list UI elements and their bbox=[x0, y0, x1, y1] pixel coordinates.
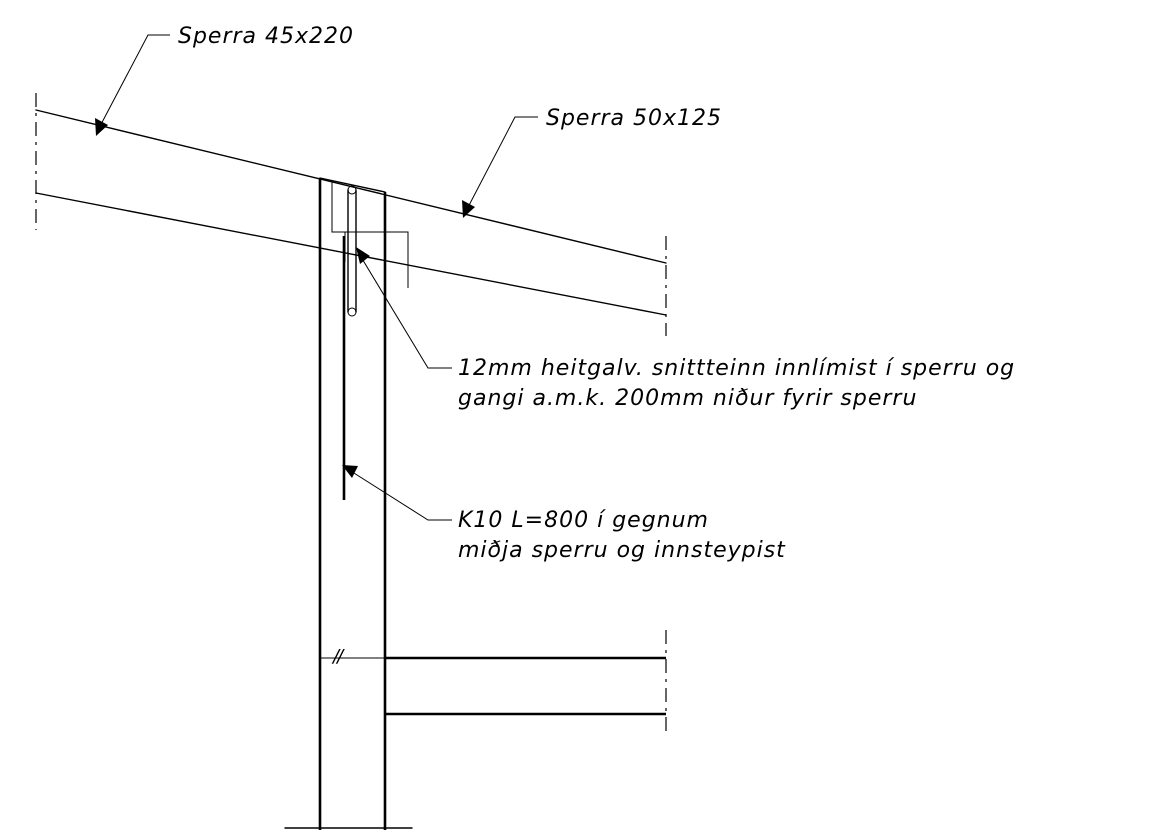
threaded-bolt bbox=[347, 185, 357, 317]
floor-slab bbox=[320, 656, 666, 716]
rafter-50x125-label: Sperra 50x125 bbox=[546, 106, 723, 131]
rebar-note-line2: miðja sperru og innsteypist bbox=[458, 538, 786, 563]
leader-rebar bbox=[342, 465, 452, 521]
bolt-note-line1: 12mm heitgalv. snittteinn innlímist í sp… bbox=[458, 356, 1016, 381]
break-lines bbox=[35, 93, 667, 735]
break-mark: // bbox=[333, 646, 343, 667]
rafter-45x220 bbox=[35, 109, 667, 316]
rebar-note-line1: K10 L=800 í gegnum bbox=[458, 508, 709, 533]
rafter-45x220-label: Sperra 45x220 bbox=[178, 24, 355, 49]
leader-upper-rafter bbox=[95, 34, 170, 136]
concrete-wall bbox=[284, 177, 413, 830]
leader-lower-rafter bbox=[462, 116, 538, 218]
bolt-note-line2: gangi a.m.k. 200mm niður fyrir sperru bbox=[458, 386, 918, 411]
leader-bolt bbox=[356, 247, 452, 369]
